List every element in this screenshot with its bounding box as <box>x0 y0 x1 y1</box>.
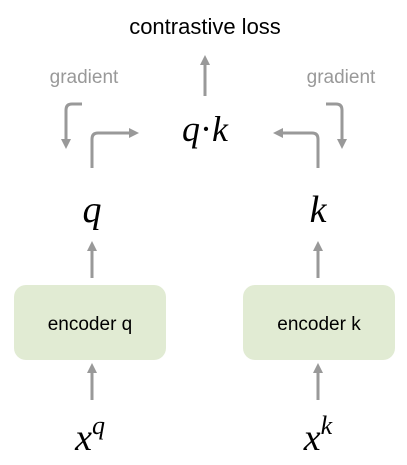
gradient-label-right: gradient <box>307 67 376 88</box>
gradient-label-left: gradient <box>50 67 119 88</box>
input-key-base: x <box>303 417 321 459</box>
input-key-sup: k <box>321 411 333 440</box>
diagram-title: contrastive loss <box>129 14 281 39</box>
encoder-q-box <box>14 285 166 360</box>
similarity-q: q <box>182 109 200 149</box>
similarity-dot: · <box>200 109 212 149</box>
input-query-base: x <box>74 417 92 459</box>
query-to-similarity-arrow <box>90 128 139 168</box>
encoder-k-box <box>243 285 395 360</box>
key-to-similarity-arrow <box>273 128 320 168</box>
input-query-sup: q <box>92 411 105 440</box>
encoder-k-label: encoder k <box>277 314 361 335</box>
encoder-q-label: encoder q <box>48 314 133 335</box>
input-query: xq <box>74 411 105 459</box>
key-symbol: k <box>310 189 328 231</box>
similarity-expression: q·k <box>182 109 229 149</box>
gradient-arrow-right <box>326 102 347 149</box>
similarity-k: k <box>212 109 229 149</box>
query-symbol: q <box>83 189 102 231</box>
gradient-arrow-left <box>61 102 82 149</box>
input-key: xk <box>303 411 333 459</box>
